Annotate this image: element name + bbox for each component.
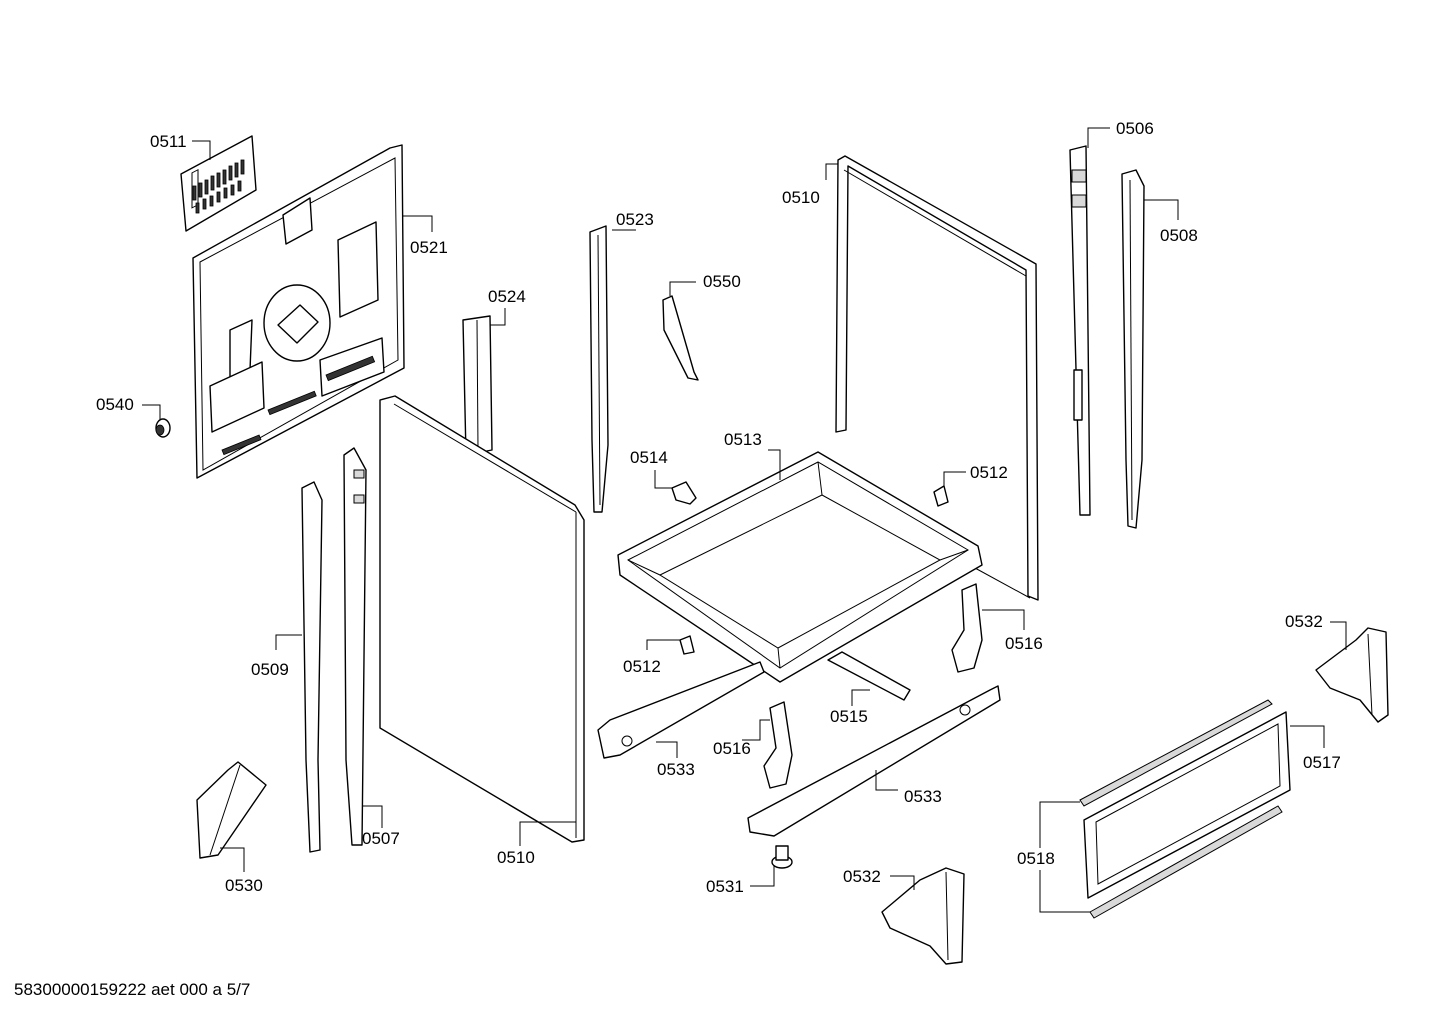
part-0521-back-panel xyxy=(192,144,405,479)
part-0532-bracket-right xyxy=(1315,627,1389,723)
part-0516-hinge-left xyxy=(763,701,793,789)
part-0510-side-panel-lower xyxy=(379,395,585,843)
label-0508: 0508 xyxy=(1160,226,1198,245)
label-0513: 0513 xyxy=(724,430,762,449)
label-0530: 0530 xyxy=(225,876,263,895)
part-0531-foot xyxy=(771,845,793,869)
part-0513-tray xyxy=(617,451,983,683)
label-0531: 0531 xyxy=(706,877,744,896)
document-id: 58300000159222 aet 000 a 5/7 xyxy=(14,980,251,999)
part-0518-seal-top xyxy=(1079,699,1273,807)
label-0515: 0515 xyxy=(830,707,868,726)
label-0514: 0514 xyxy=(630,448,668,467)
leader-lines xyxy=(142,127,1347,913)
label-0518: 0518 xyxy=(1017,849,1055,868)
part-0523-rail xyxy=(589,225,609,513)
part-0518-seal-bottom xyxy=(1089,805,1283,919)
label-0512-right: 0512 xyxy=(970,463,1008,482)
part-0540-knob xyxy=(155,418,171,438)
part-0533-rail-left xyxy=(597,661,765,759)
part-0532-bracket-bottom xyxy=(881,867,965,965)
part-0514-clip xyxy=(671,481,697,505)
label-0510-lower: 0510 xyxy=(497,848,535,867)
label-0516-right: 0516 xyxy=(1005,634,1043,653)
part-0533-rail-right xyxy=(747,685,1001,837)
part-0524-post xyxy=(462,315,493,456)
label-0540: 0540 xyxy=(96,395,134,414)
part-0550-bracket xyxy=(662,295,699,381)
part-0506-side-strip xyxy=(1069,145,1091,516)
label-0524: 0524 xyxy=(488,287,526,306)
part-0510-side-panel-upper xyxy=(835,155,1039,601)
part-0507-rail xyxy=(343,447,367,846)
part-0511-vent-grille xyxy=(180,135,257,232)
label-0532-bottom: 0532 xyxy=(843,867,881,886)
part-labels: 0511 0521 0540 0524 0523 0550 0510 0506 … xyxy=(96,119,1341,896)
part-0508-side-strip xyxy=(1121,169,1145,529)
part-0530-bracket xyxy=(196,761,267,859)
label-0511: 0511 xyxy=(150,132,187,151)
part-0515-crossbar xyxy=(827,651,911,701)
label-0521: 0521 xyxy=(410,238,448,257)
part-0509-post xyxy=(301,481,323,853)
label-0532-right: 0532 xyxy=(1285,612,1323,631)
part-0516-hinge-right xyxy=(951,583,983,673)
label-0523: 0523 xyxy=(616,210,654,229)
label-0510-upper: 0510 xyxy=(782,188,820,207)
part-0512-clip-left xyxy=(679,635,695,655)
label-0507: 0507 xyxy=(362,829,400,848)
label-0533-left: 0533 xyxy=(657,760,695,779)
part-0517-door-glass xyxy=(1083,711,1291,899)
label-0517: 0517 xyxy=(1303,753,1341,772)
label-0506: 0506 xyxy=(1116,119,1154,138)
label-0550: 0550 xyxy=(703,272,741,291)
label-0512-left: 0512 xyxy=(623,657,661,676)
label-0516-left: 0516 xyxy=(713,739,751,758)
part-0512-clip-right xyxy=(933,485,949,507)
label-0533-right: 0533 xyxy=(904,787,942,806)
label-0509: 0509 xyxy=(251,660,289,679)
